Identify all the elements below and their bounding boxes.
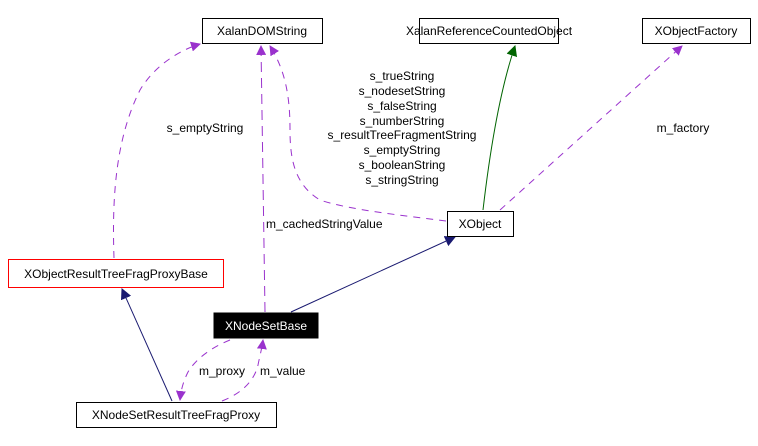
edge-xobject-to-xobjectfactory xyxy=(499,45,683,211)
node-xnodesetbase[interactable]: XNodeSetBase xyxy=(213,312,319,339)
edge-label-s-truestring: s_trueString xyxy=(370,69,435,83)
edge-xobject-to-xalanreferencecountedobject xyxy=(482,44,518,211)
edge-label-s-stringstring: s_stringString xyxy=(365,173,438,187)
edge-label-group-xobject-strings: s_trueString s_nodesetString s_falseStri… xyxy=(328,69,477,187)
edge-label-m-proxy: m_proxy xyxy=(199,364,245,378)
node-xobjectresulttreefragproxybase[interactable]: XObjectResultTreeFragProxyBase xyxy=(8,259,224,288)
node-label: XalanDOMString xyxy=(217,24,307,38)
node-label: XNodeSetResultTreeFragProxy xyxy=(92,408,260,422)
node-label: XalanReferenceCountedObject xyxy=(406,24,573,38)
node-xobject[interactable]: XObject xyxy=(447,211,514,237)
edge-label-s-emptystring: s_emptyString xyxy=(364,143,441,157)
edge-label-s-nodesetstring: s_nodesetString xyxy=(359,84,446,98)
edge-label-s-falsestring: s_falseString xyxy=(367,99,436,113)
node-label: XNodeSetBase xyxy=(225,319,307,333)
node-label: XObject xyxy=(459,217,502,231)
edge-xnodesetbase-to-xobject xyxy=(290,236,457,313)
edge-label-s-emptystring-proxybase: s_emptyString xyxy=(167,121,244,135)
edge-label-s-booleanstring: s_booleanString xyxy=(359,158,446,172)
node-label: XObjectResultTreeFragProxyBase xyxy=(24,267,208,281)
edge-label-s-resulttreefragmentstring: s_resultTreeFragmentString xyxy=(328,128,477,142)
edge-proxy-to-proxybase xyxy=(121,287,173,402)
edge-proxybase-to-xalandomstring xyxy=(112,41,201,259)
node-xalandomstring[interactable]: XalanDOMString xyxy=(202,18,323,44)
edge-xnodesetbase-to-xalandomstring xyxy=(256,45,267,313)
node-label: XObjectFactory xyxy=(655,24,738,38)
edge-label-m-factory: m_factory xyxy=(657,121,710,135)
edge-xobject-to-xalandomstring xyxy=(269,45,447,222)
node-xalanreferencecountedobject[interactable]: XalanReferenceCountedObject xyxy=(406,18,573,44)
edge-label-m-cachedstringvalue: m_cachedStringValue xyxy=(266,217,383,231)
node-xobjectfactory[interactable]: XObjectFactory xyxy=(642,18,751,44)
node-xnodesetresulttreefragproxy[interactable]: XNodeSetResultTreeFragProxy xyxy=(76,402,277,428)
edge-proxy-to-xnodesetbase xyxy=(221,339,267,402)
edge-xnodesetbase-to-proxy xyxy=(175,339,231,401)
edge-label-m-value: m_value xyxy=(260,364,306,378)
edge-label-s-numberstring: s_numberString xyxy=(360,114,445,128)
